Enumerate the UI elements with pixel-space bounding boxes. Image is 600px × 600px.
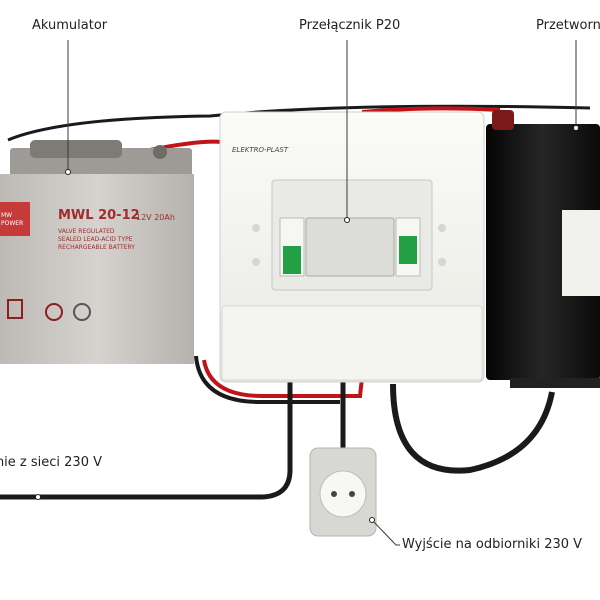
battery-desc-3: RECHARGEABLE BATTERY [58,244,135,251]
battery-body [0,174,194,364]
label-output: Wyjście na odbiorniki 230 V [402,537,583,552]
leader-lines [67,40,577,546]
lead-icon [73,303,91,321]
recycle-icon [45,303,63,321]
enclosure-brand: ELEKTRO-PLAST [232,146,289,154]
battery-handle [30,140,122,158]
inverter-output-cable [390,383,555,474]
battery-symbols [7,299,91,321]
red-cable-lower [202,359,364,398]
din-module [305,217,395,277]
black-cable-lower [194,355,340,404]
battery-logo [0,202,30,236]
battery-logo-text: MW POWER [1,212,24,227]
battery-rating-text: 12V 20Ah [136,213,175,222]
battery [0,140,194,364]
label-switch: Przełącznik P20 [299,18,401,33]
screw-icon [252,224,260,232]
battery-desc-2: SEALED LEAD-ACID TYPE [58,236,133,243]
left-breaker [279,217,305,277]
socket-face [319,470,367,518]
right-breaker [395,217,421,277]
battery-terminal [153,145,167,159]
label-battery: Akumulator [32,18,108,33]
bin-icon [7,299,23,319]
battery-desc-1: VALVE REGULATED [58,228,115,235]
red-cable-top [361,106,501,114]
inverter-label [562,210,600,296]
label-mains-input: Zasilanie z sieci 230 V [0,455,102,470]
inverter-cap [492,110,514,130]
inverter-body [486,124,600,380]
socket-hole [331,491,337,497]
left-breaker-toggle [283,246,301,274]
inverter-foot [510,378,600,388]
right-breaker-toggle [399,236,417,264]
switch-enclosure [219,111,485,383]
battery-model-text: MWL 20-12 [58,208,140,223]
inverter [486,110,600,388]
socket [309,447,377,537]
label-inverter: Przetwornica [536,18,600,33]
leader-dots [35,125,579,523]
enclosure-lower-panel [221,305,483,381]
leader-output [371,519,400,546]
mains-cable [0,382,293,500]
